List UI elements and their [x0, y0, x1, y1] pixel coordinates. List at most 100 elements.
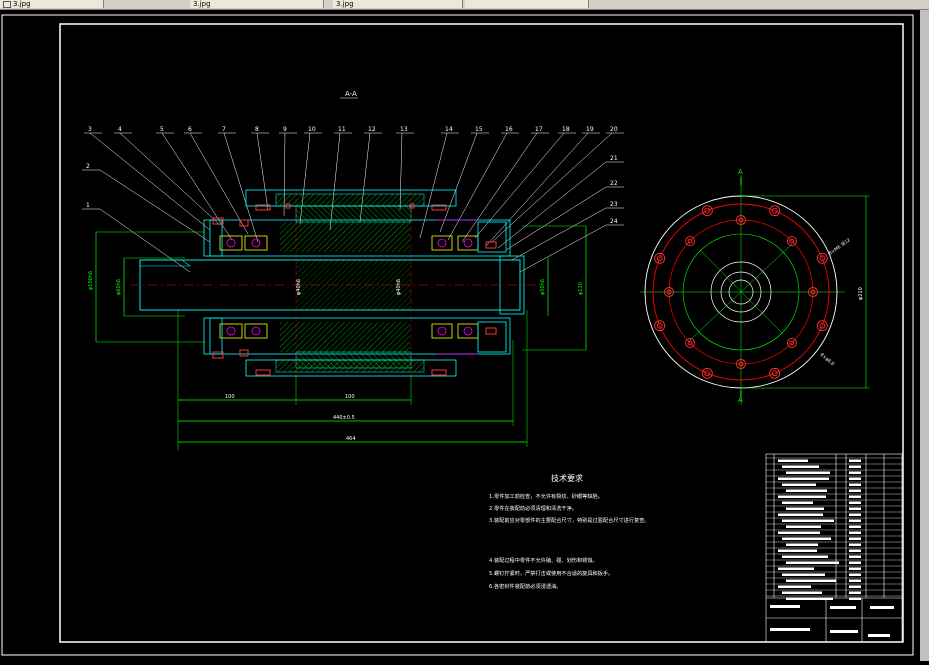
screw-hole: [786, 236, 797, 247]
tab-label: 3.jpg: [336, 0, 354, 8]
bolt-hole: [701, 205, 713, 217]
document-tab-4[interactable]: [465, 0, 589, 8]
screw-hole: [664, 287, 674, 297]
part-number-label: 8: [255, 126, 259, 133]
bom-row-text: [786, 597, 833, 600]
tech-title: 技术要求: [551, 473, 583, 483]
tech-note-2: 2.零件在装配前必须清理和清洗干净。: [489, 504, 577, 512]
bom-row-text: [849, 597, 861, 600]
bom-row-text: [782, 483, 816, 486]
bom-row-text: [849, 459, 861, 462]
bom-row-text: [849, 519, 861, 522]
svg-text:φ40h6: φ40h6: [296, 279, 302, 295]
svg-text:φ50h6: φ50h6: [540, 279, 546, 295]
part-number-label: 9: [283, 126, 287, 133]
bom-row-text: [786, 489, 827, 492]
technical-requirements: 技术要求 1.零件加工前检查，不允许有裂纹、砂眼等缺陷。 2.零件在装配前必须清…: [489, 473, 650, 590]
part-number-label: 5: [160, 126, 164, 133]
bolt-hole-inner: [771, 207, 778, 214]
bom-row-text: [849, 483, 861, 486]
bom-row-text: [782, 537, 831, 540]
bom-row-text: [778, 531, 820, 534]
bom-row-text: [849, 507, 861, 510]
bom-row-text: [849, 579, 861, 582]
svg-text:100: 100: [345, 394, 355, 400]
part-number-label: 13: [400, 126, 408, 133]
section-label: A-A: [345, 90, 357, 98]
bom-row-text: [786, 471, 830, 474]
outer-frame: [1, 14, 914, 656]
svg-text:φ110: φ110: [578, 282, 584, 295]
bom-row-text: [849, 555, 861, 558]
bom-row-text: [786, 507, 824, 510]
part-number-label: 21: [610, 155, 618, 162]
document-tab-3[interactable]: 3.jpg: [333, 0, 463, 8]
document-tab-bar: 3.jpg 3.jpg 3.jpg: [0, 0, 929, 10]
leader-line: [447, 132, 508, 241]
screw-hole: [685, 236, 696, 247]
bolt-hole-inner: [656, 255, 663, 262]
view-mark-top: A: [738, 168, 743, 176]
screw-hole: [786, 337, 797, 348]
bom-row-text: [786, 543, 818, 546]
leader-line: [161, 132, 233, 241]
bolt-hole-inner: [704, 370, 711, 377]
bom-row-text: [782, 573, 825, 576]
bolt-hole-inner: [819, 322, 826, 329]
bom-row-text: [849, 585, 861, 588]
bom-row-text: [778, 585, 811, 588]
bom-row-text: [849, 525, 861, 528]
leader-line: [485, 132, 589, 247]
bom-row-text: [849, 477, 861, 480]
title-block: [765, 453, 903, 643]
document-tab-2[interactable]: 3.jpg: [190, 0, 324, 8]
leader-line: [119, 132, 221, 226]
screw-hole-inner: [666, 289, 672, 295]
leader-line: [189, 132, 249, 235]
screw-hole-inner: [789, 238, 795, 244]
part-number-label: 19: [586, 126, 594, 133]
leader-line: [497, 161, 607, 249]
part-number-label: 14: [445, 126, 453, 133]
bom-row-text: [778, 549, 817, 552]
screw-hole: [808, 287, 818, 297]
part-number-label: 12: [368, 126, 376, 133]
end-view: φ210 8×M6 深12 8×φ6.6 A A: [640, 168, 870, 405]
title-block-text: [830, 606, 856, 609]
title-block-text: [770, 628, 810, 631]
part-number-label: 16: [505, 126, 513, 133]
inner-frame: [59, 23, 904, 643]
leader-line: [223, 132, 259, 243]
leader-line: [89, 132, 211, 231]
title-block-text: [868, 634, 890, 637]
title-block-text: [830, 630, 858, 633]
bom-row-text: [849, 531, 861, 534]
bom-row-text: [786, 579, 836, 582]
part-number-label: 11: [338, 126, 346, 133]
part-number-label: 20: [610, 126, 618, 133]
svg-text:φ40h6: φ40h6: [396, 279, 402, 295]
bom-row-text: [849, 561, 861, 564]
bom-row-text: [849, 471, 861, 474]
vertical-scrollbar[interactable]: [920, 10, 929, 661]
screw-hole-inner: [687, 238, 693, 244]
svg-text:440±0.5: 440±0.5: [333, 415, 355, 421]
bom-row-text: [849, 573, 861, 576]
tech-note-5: 5.螺钉拧紧时，严禁打击或使用不合适的旋具和扳手。: [489, 569, 613, 577]
tech-note-3: 3.装配前应对零部件的主要配合尺寸，特别是过盈配合尺寸进行复查。: [489, 516, 650, 524]
title-block-text: [870, 606, 894, 609]
screw-hole: [685, 337, 696, 348]
bom-row-text: [778, 495, 826, 498]
bom-row-text: [849, 591, 861, 594]
bom-row-text: [778, 477, 829, 480]
bom-row-text: [849, 537, 861, 540]
svg-text:8×φ6.6: 8×φ6.6: [819, 352, 836, 367]
tech-note-6: 6.各密封件装配前必须浸透油。: [489, 582, 561, 590]
svg-text:φ60h6: φ60h6: [116, 279, 122, 295]
document-tab-1[interactable]: 3.jpg: [0, 0, 104, 8]
bom-row-text: [849, 489, 861, 492]
part-number-label: 10: [308, 126, 316, 133]
leader-line: [461, 132, 538, 243]
